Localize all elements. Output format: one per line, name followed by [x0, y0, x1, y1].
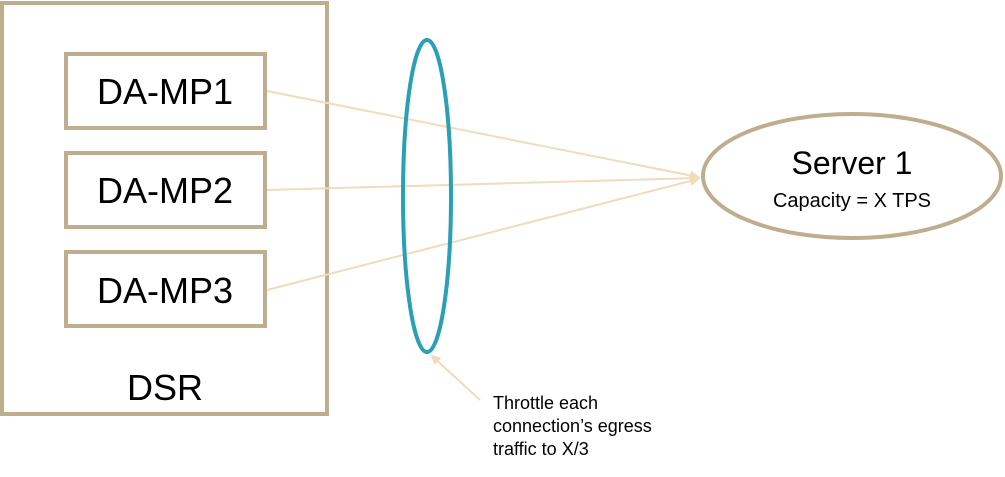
throttle-note-line-2: connection’s egress	[493, 416, 652, 436]
da-mp2-box	[64, 151, 267, 229]
dsr-label: DSR	[127, 367, 203, 408]
dsr-container	[0, 1, 329, 416]
da-mp2-label: DA-MP2	[97, 170, 233, 211]
server-capacity: Capacity = X TPS	[773, 190, 931, 212]
da-mp1-label: DA-MP1	[97, 71, 233, 112]
throttle-note-line-1: Throttle each	[493, 393, 599, 413]
connection-arrow-mp3	[266, 176, 700, 291]
throttle-note-line-3: traffic to X/3	[493, 439, 589, 459]
server-ellipse	[701, 112, 1003, 240]
note-callout-arrow	[430, 354, 481, 401]
da-mp3-label: DA-MP3	[97, 270, 233, 311]
server-title: Server 1	[792, 145, 913, 181]
connection-arrow-mp2	[266, 173, 700, 191]
throttle-ellipse	[401, 38, 453, 354]
da-mp3-box	[64, 250, 267, 328]
da-mp1-box	[64, 52, 267, 130]
throttle-note: Throttle each connection’s egress traffi…	[493, 392, 733, 461]
connection-arrow-mp1	[266, 90, 700, 181]
